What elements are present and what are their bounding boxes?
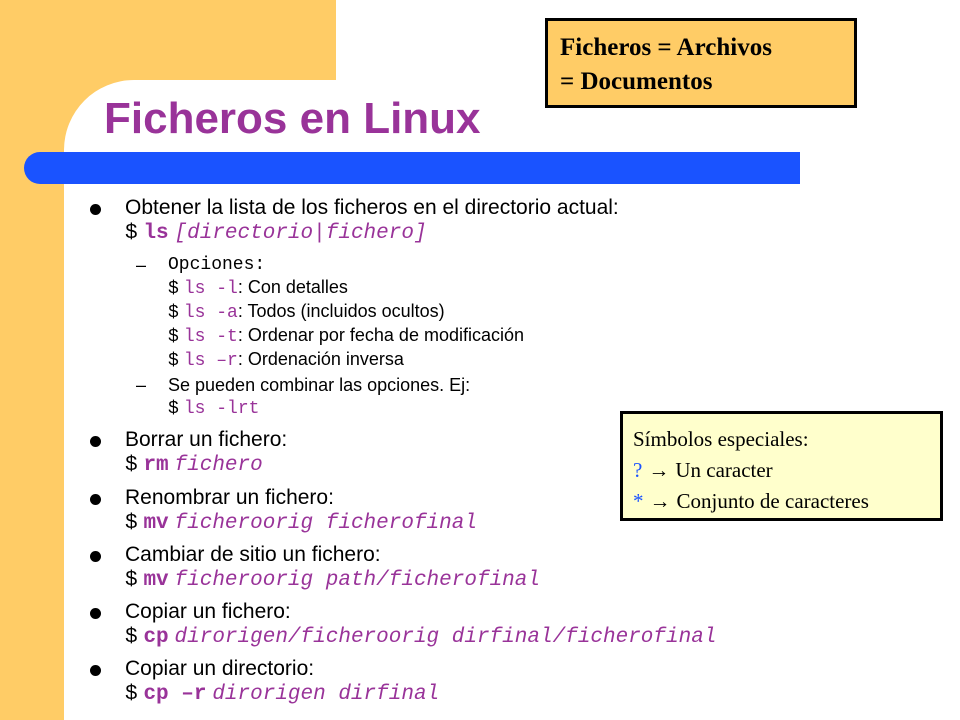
prompt: $ <box>125 222 138 245</box>
command-argument: ficheroorig ficherofinal <box>174 512 477 535</box>
command: cp –r <box>143 683 207 706</box>
symbol-meaning: Un caracter <box>675 458 773 482</box>
bullet-dot <box>90 494 101 505</box>
option-description: : Ordenar por fecha de modificación <box>237 325 524 345</box>
option-flag: ls -a <box>183 303 238 323</box>
option-description: : Todos (incluidos ocultos) <box>237 301 445 321</box>
bullet-text: Borrar un fichero: <box>125 428 288 451</box>
symbol-row-question: ?→Un caracter <box>633 455 930 486</box>
command: ls <box>143 222 169 245</box>
option-description: : Ordenación inversa <box>237 349 404 369</box>
option-flag: ls -t <box>183 327 238 347</box>
command-line: $ ls [directorio|fichero] <box>125 220 619 246</box>
note-line-1: Ficheros = Archivos <box>560 34 772 61</box>
option-row: $ ls -t: Ordenar por fecha de modificaci… <box>168 325 524 347</box>
command-line: $ cp dirorigen/ficheroorig dirfinal/fich… <box>125 626 717 649</box>
command: rm <box>143 454 169 477</box>
bullet-dot <box>90 204 101 215</box>
bullet-text: Copiar un fichero: <box>125 600 291 623</box>
bullet-dot <box>90 436 101 447</box>
dash-marker: – <box>136 255 147 275</box>
command-argument: dirorigen/ficheroorig dirfinal/ficherofi… <box>174 626 717 649</box>
example-command: ls -lrt <box>183 399 260 419</box>
slide-title: Ficheros en Linux <box>104 94 481 143</box>
dash-marker: – <box>136 375 147 395</box>
note-line-2: = Documentos <box>560 68 713 95</box>
option-row: $ ls -l: Con detalles <box>168 277 348 299</box>
command-line: $ mv ficheroorig path/ficherofinal <box>125 569 540 592</box>
symbols-heading: Símbolos especiales: <box>633 427 809 451</box>
title-underline-bar <box>24 152 800 184</box>
command-argument: [directorio|fichero] <box>174 222 427 245</box>
right-arrow-icon: → <box>649 489 671 513</box>
options-label: Opciones: <box>168 255 266 275</box>
question-symbol: ? <box>633 458 643 482</box>
option-row: $ ls –r: Ordenación inversa <box>168 349 404 371</box>
command: mv <box>143 569 169 592</box>
combine-text: Se pueden combinar las opciones. Ej: <box>168 375 471 395</box>
combine-example: $ ls -lrt <box>168 399 260 419</box>
bullet-text: Obtener la lista de los ficheros en el d… <box>125 196 619 219</box>
bullet-text: Copiar un directorio: <box>125 657 315 680</box>
command-argument: ficheroorig path/ficherofinal <box>174 569 540 592</box>
option-row: $ ls -a: Todos (incluidos ocultos) <box>168 301 445 323</box>
bullet-dot <box>90 551 101 562</box>
right-arrow-icon: → <box>648 458 670 482</box>
option-flag: ls -l <box>183 279 238 299</box>
command-line: $ cp –r dirorigen dirfinal <box>125 683 440 706</box>
bullet-dot <box>90 665 101 676</box>
note-box: Ficheros = Archivos = Documentos <box>545 18 857 108</box>
option-flag: ls –r <box>183 351 238 371</box>
bullet-text: Renombrar un fichero: <box>125 486 334 509</box>
command-line: $ mv ficheroorig ficherofinal <box>125 512 477 535</box>
symbol-row-star: *→Conjunto de caracteres <box>633 486 930 517</box>
bullet-dot <box>90 608 101 619</box>
special-symbols-box: Símbolos especiales: ?→Un caracter *→Con… <box>620 411 943 521</box>
command-argument: dirorigen dirfinal <box>212 683 440 706</box>
symbol-meaning: Conjunto de caracteres <box>676 489 869 513</box>
star-symbol: * <box>633 489 644 513</box>
option-description: : Con detalles <box>237 277 348 297</box>
command: mv <box>143 512 169 535</box>
command-line: $ rm fichero <box>125 454 263 477</box>
bullet-text: Cambiar de sitio un fichero: <box>125 543 381 566</box>
command: cp <box>143 626 169 649</box>
command-argument: fichero <box>174 454 263 477</box>
